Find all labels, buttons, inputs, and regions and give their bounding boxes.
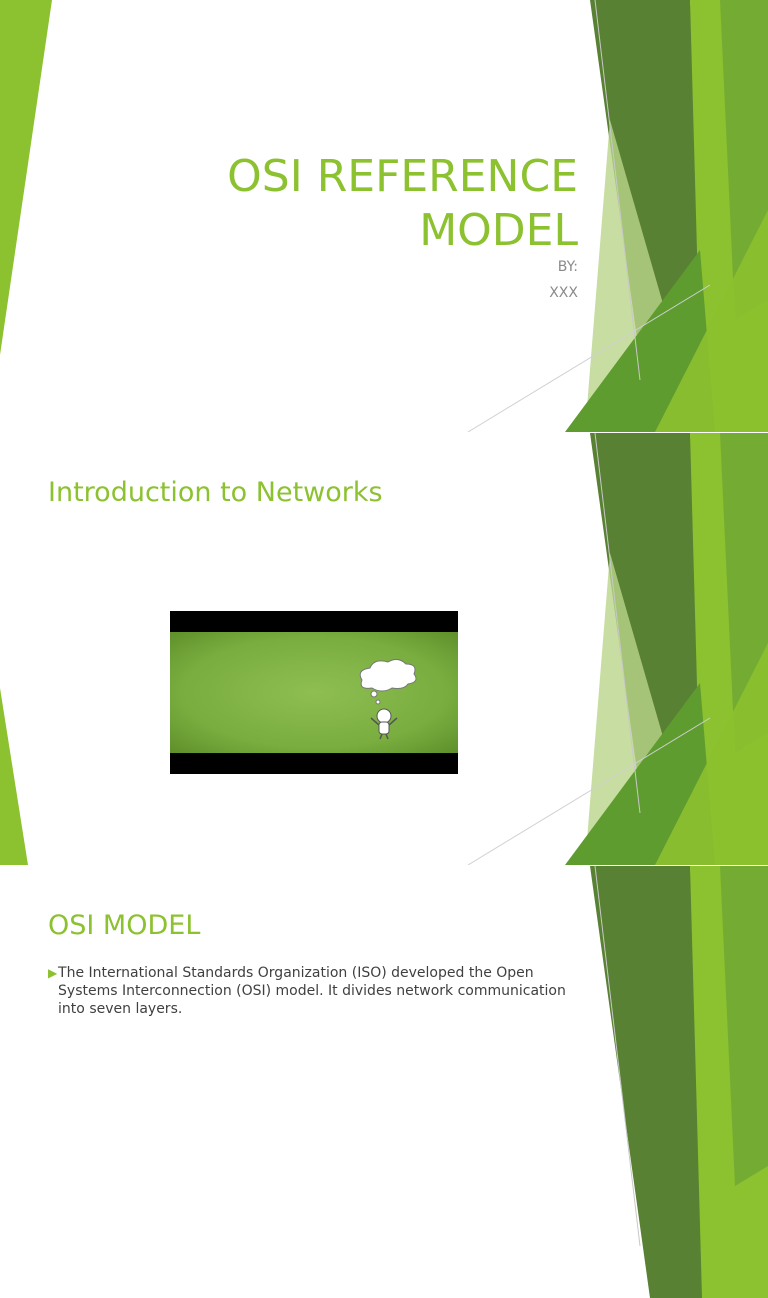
slide-heading: Introduction to Networks [48,477,383,508]
title-line-2: MODEL [419,205,578,256]
green-facets-decoration [0,0,768,432]
intro-slide: Introduction to Networks [0,433,768,865]
triangle-bullet-icon: ▶ [48,966,58,980]
bullet-item: ▶ The International Standards Organizati… [48,964,568,1018]
video-thumbnail[interactable] [170,611,458,774]
title-line-1: OSI REFERENCE [227,151,578,202]
slide-heading: OSI MODEL [48,910,201,941]
by-label: BY: [557,259,578,275]
title-slide: OSI REFERENCE MODEL BY: XXX [0,0,768,432]
green-facets-decoration [0,433,768,865]
bullet-text: The International Standards Organization… [58,965,566,1017]
cartoon-character-icon [359,658,417,740]
osi-model-slide: OSI MODEL ▶ The International Standards … [0,866,768,1298]
author-name: XXX [549,285,578,301]
presentation-title: OSI REFERENCE MODEL [227,150,578,258]
video-frame [170,632,458,753]
